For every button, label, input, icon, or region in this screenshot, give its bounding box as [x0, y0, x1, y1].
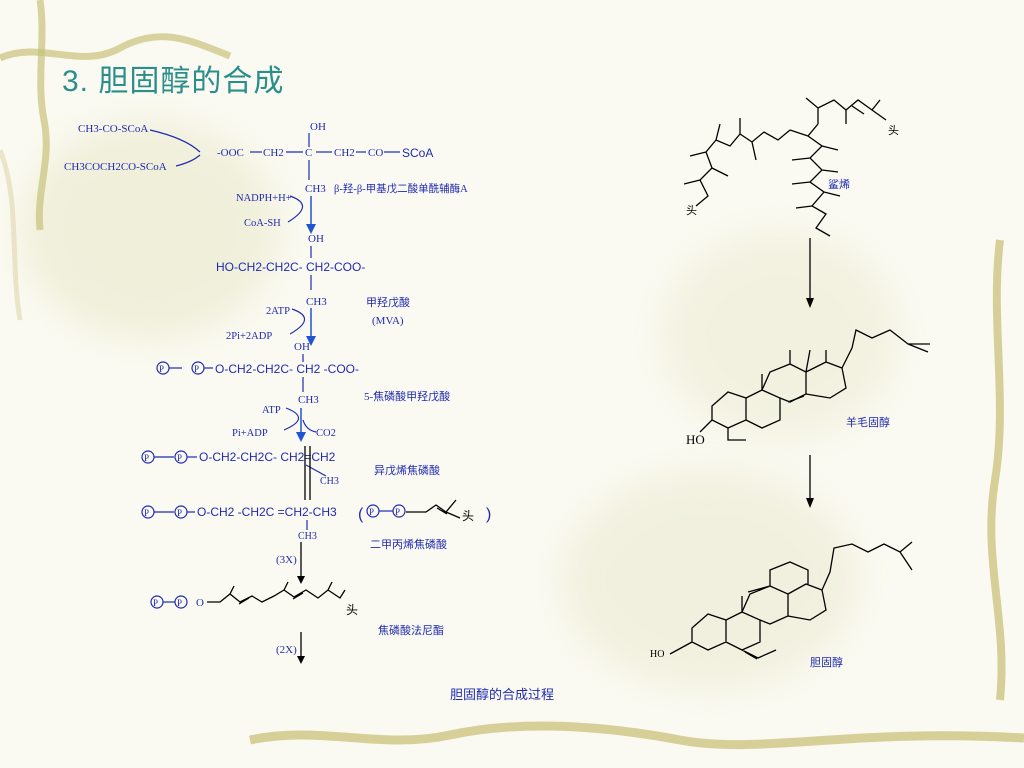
mva-chain: HO-CH2-CH2C- CH2-COO-: [216, 260, 365, 274]
ppmva-ch3: CH3: [298, 394, 319, 406]
mva-ch3: CH3: [306, 296, 327, 308]
ppmva-oh: OH: [294, 341, 310, 353]
lanosterol-structure: HO: [686, 329, 930, 447]
times2-label: (2X): [276, 644, 297, 656]
nadph-label: NADPH+H+: [236, 193, 292, 204]
cholesterol-ho: HO: [650, 649, 664, 660]
dmapp-name: 二甲丙烯焦磷酸: [370, 537, 447, 551]
adp-label: Pi+ADP: [232, 428, 268, 439]
phosphate-circle: [392, 504, 406, 518]
ppmva-chain: O-CH2-CH2C- CH2 -COO-: [215, 362, 359, 376]
arrow-down-icon: [806, 298, 814, 308]
ipp-chain: O-CH2-CH2C- CH2=CH2: [199, 450, 336, 464]
p1: P: [159, 364, 164, 374]
slide-title: 3. 胆固醇的合成: [62, 65, 285, 98]
atp-label: ATP: [262, 405, 281, 416]
dmapp-ch3: CH3: [298, 531, 317, 542]
dmapp-head: 头: [462, 509, 474, 523]
p4: P: [177, 453, 182, 463]
squalene-name: 鲨烯: [828, 178, 850, 191]
arrow-down-icon: [806, 498, 814, 508]
arrow-down-icon: [306, 224, 316, 234]
ipp-name: 异戊烯焦磷酸: [374, 463, 440, 477]
hmg-co: CO: [368, 147, 383, 159]
arrow-down-icon: [297, 656, 305, 664]
hmg-ch2a: CH2: [263, 147, 284, 159]
acetyl-coa-label: CH3-CO-SCoA: [78, 123, 148, 135]
acetoacetyl-coa-label: CH3COCH2CO-SCoA: [64, 161, 167, 173]
dmapp-chain: O-CH2 -CH2C =CH2-CH3: [197, 505, 337, 519]
arrow-down-icon: [297, 576, 305, 584]
times3-label: (3X): [276, 554, 297, 566]
squalene-structure: 头 头: [683, 97, 899, 237]
atp2-label: 2ATP: [266, 306, 290, 317]
mva-abbr: (MVA): [372, 315, 404, 327]
fpp-o: O: [196, 597, 204, 609]
diagram-caption: 胆固醇的合成过程: [450, 687, 554, 702]
lanosterol-name: 羊毛固醇: [846, 415, 890, 429]
coash-label: CoA-SH: [244, 218, 281, 229]
p10: P: [177, 598, 182, 608]
cholesterol-structure: HO: [650, 541, 913, 660]
p9: P: [153, 598, 158, 608]
p2: P: [194, 364, 199, 374]
cholesterol-name: 胆固醇: [810, 655, 843, 669]
ipp-ch3: CH3: [320, 476, 339, 487]
fpp-name: 焦磷酸法尼酯: [378, 623, 444, 637]
mva-name: 甲羟戊酸: [366, 295, 410, 309]
squalene-head-top: 头: [888, 124, 899, 137]
hmg-ch2b: CH2: [334, 147, 355, 159]
hmg-left: -OOC: [217, 147, 244, 159]
arrow-down-icon: [296, 432, 306, 442]
p7: P: [369, 507, 374, 517]
adp2-label: 2Pi+2ADP: [226, 331, 272, 342]
hmg-c: C: [305, 147, 312, 159]
fpp-head: 头: [346, 603, 358, 617]
svg-text:(: (: [358, 506, 364, 523]
mva-oh: OH: [308, 233, 324, 245]
phosphate-circle: [174, 595, 188, 609]
hmg-ch3: CH3: [305, 183, 326, 195]
background-flower-shadow: [20, 120, 280, 340]
ppmva-name: 5-焦磷酸甲羟戊酸: [364, 389, 450, 403]
p6: P: [177, 508, 182, 518]
hmg-coa-name: β-羟-β-甲基戊二酸单酰辅酶A: [334, 182, 468, 195]
hmg-oh: OH: [310, 121, 326, 133]
p5: P: [144, 508, 149, 518]
hmg-scoa: SCoA: [402, 146, 433, 160]
svg-text:): ): [486, 506, 491, 523]
lanosterol-ho: HO: [686, 432, 705, 447]
p8: P: [395, 507, 400, 517]
p3: P: [144, 453, 149, 463]
arrow-down-icon: [306, 336, 316, 346]
co2-label: CO2: [316, 428, 336, 439]
squalene-head-left: 头: [686, 204, 697, 217]
